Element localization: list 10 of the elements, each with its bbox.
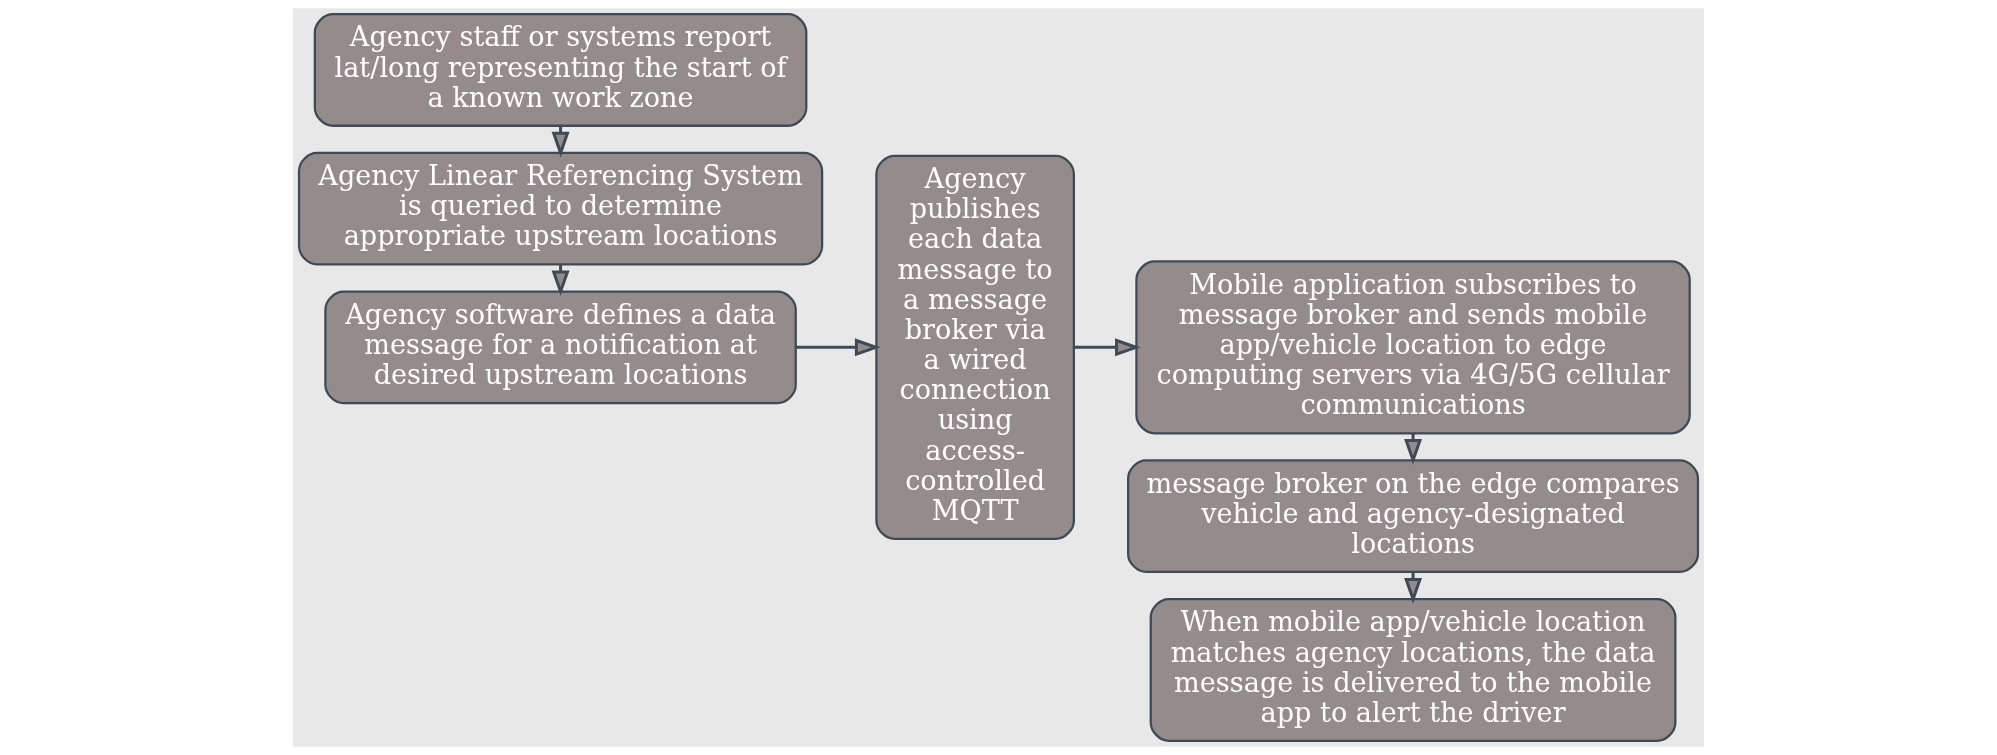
- node-box: Mobile application subscribes to message broker and sends mobile app/vehicle location to edge computing servers via 4G/5G cellular communications: [1135, 260, 1691, 435]
- arrow: [796, 338, 881, 357]
- node-box: When mobile app/vehicle location matches agency locations, the data message is delivered to the mobile app to alert the driver: [1149, 597, 1677, 742]
- node-box: Agency staff or systems report lat/long representing the start of a known work zone: [313, 13, 808, 127]
- node-box: message broker on the edge compares vehicle and agency-designated locations: [1127, 459, 1700, 574]
- node-box: Agency software defines a data message for a notification at desired upstream locations: [324, 290, 797, 405]
- node-box: Agency Linear Referencing System is queried to determine appropriate upstream locations: [297, 151, 824, 266]
- arrow: [1074, 338, 1141, 357]
- arrow: [551, 126, 570, 158]
- node-box: Agency publishes each data message to a message broker via a wired connection using access-controlled MQTT: [875, 154, 1075, 540]
